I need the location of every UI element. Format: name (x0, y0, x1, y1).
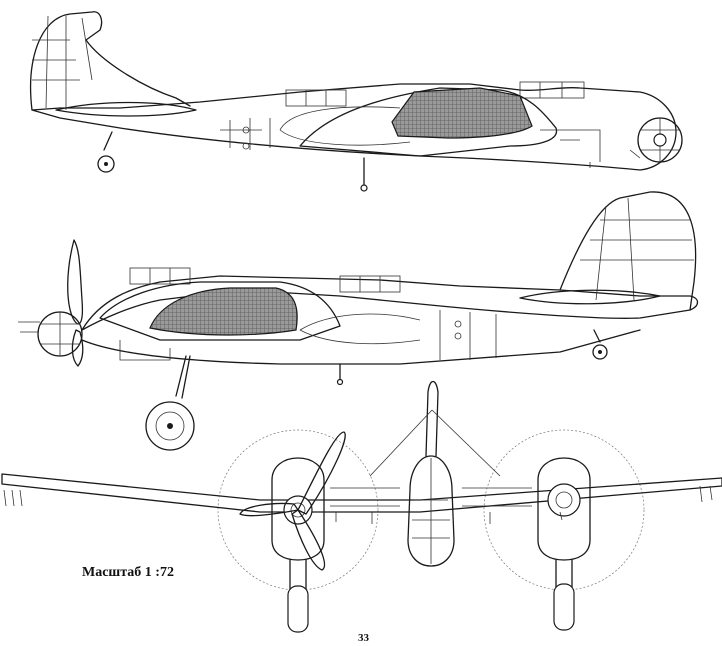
side-view-right (18, 191, 699, 451)
page-number: 33 (358, 632, 369, 644)
side-view-left (29, 11, 683, 192)
scale-label: Масштаб 1 :72 (82, 565, 174, 580)
front-view (1, 380, 722, 633)
